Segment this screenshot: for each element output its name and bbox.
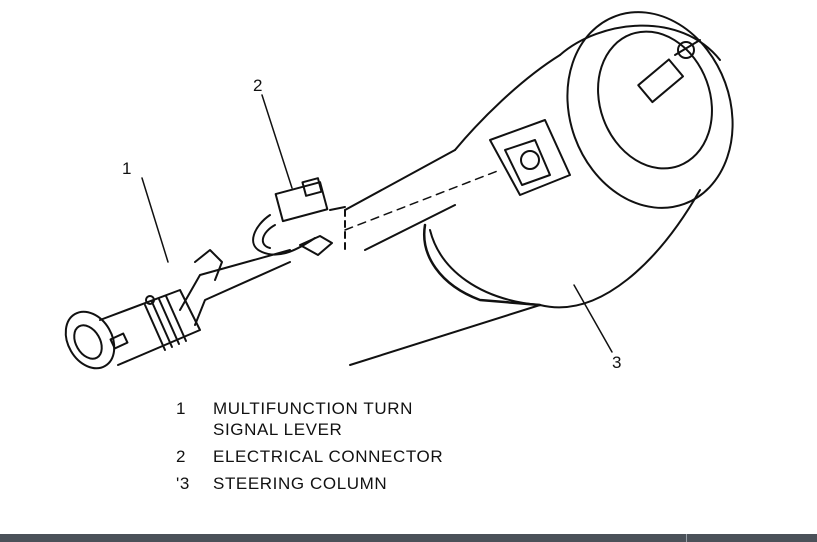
legend-line: ELECTRICAL CONNECTOR [213,447,444,466]
legend: 1 MULTIFUNCTION TURN SIGNAL LEVER 2 ELEC… [176,398,596,500]
callout-3: 3 [612,353,622,372]
leader-line-2 [261,94,293,189]
legend-line: STEERING COLUMN [213,474,388,493]
legend-number: 2 [176,447,187,466]
leader-line-3 [573,284,613,353]
turn-signal-lever [64,249,291,370]
footer-divider [686,534,687,542]
legend-number: '3 [176,474,190,493]
steering-column [344,11,734,366]
callout-1: 1 [122,159,132,178]
legend-number: 1 [176,399,187,418]
leader-line-1 [141,177,169,263]
callout-2: 2 [253,76,263,95]
steering-column-diagram: 1 2 3 [64,11,734,372]
legend-line: MULTIFUNCTION TURN [213,399,413,418]
legend-text: ELECTRICAL CONNECTOR [213,446,596,467]
legend-line: SIGNAL LEVER [213,420,343,439]
legend-item-3: '3 STEERING COLUMN [176,473,596,494]
legend-text: STEERING COLUMN [213,473,596,494]
diagram-illustration [64,11,734,370]
legend-text: MULTIFUNCTION TURN SIGNAL LEVER [213,398,596,440]
footer-bar [0,534,817,542]
legend-item-2: 2 ELECTRICAL CONNECTOR [176,446,596,467]
electrical-connector [252,169,501,256]
legend-item-1: 1 MULTIFUNCTION TURN SIGNAL LEVER [176,398,596,440]
